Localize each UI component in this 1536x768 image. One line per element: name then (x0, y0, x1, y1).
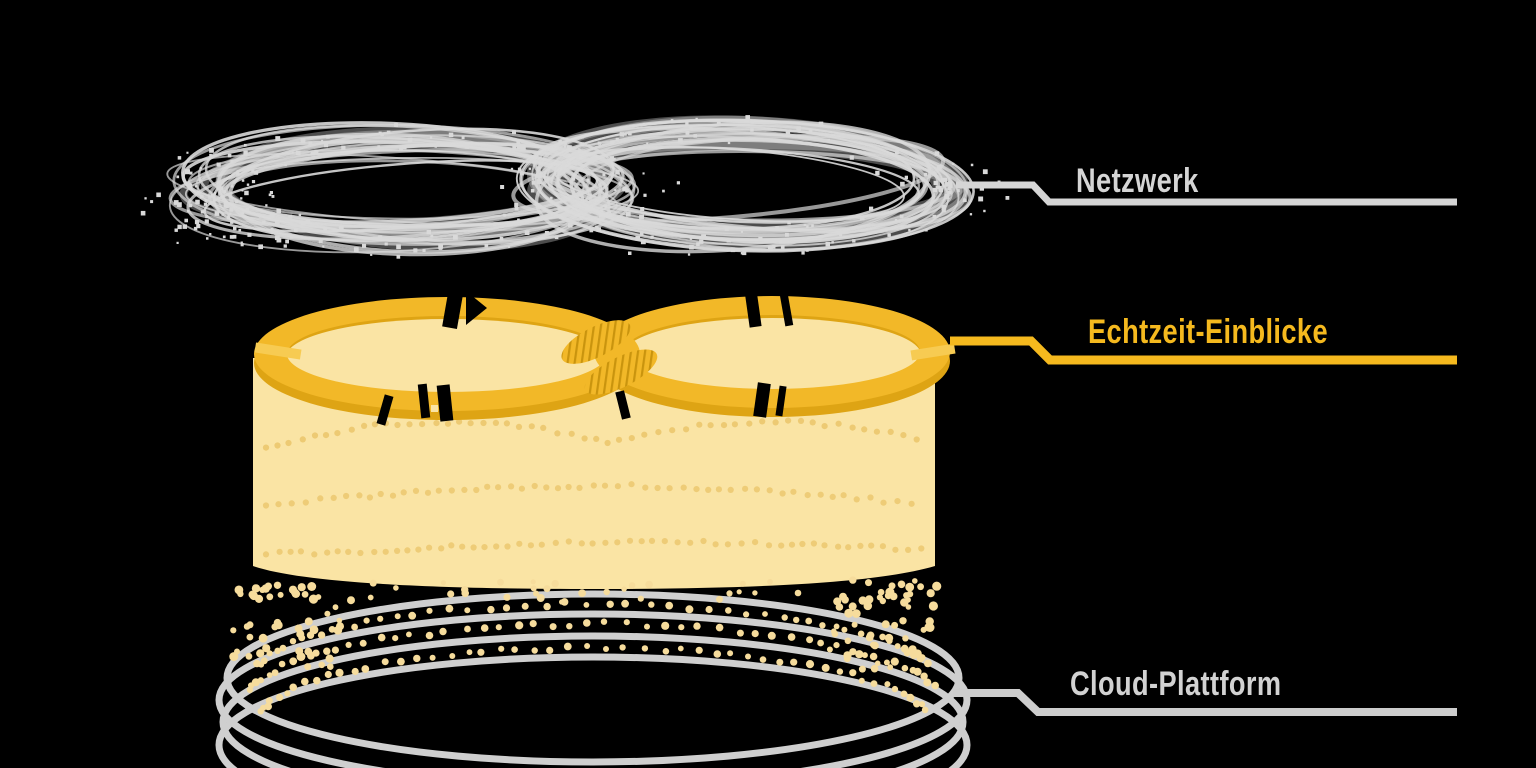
label-echtzeit-einblicke: Echtzeit-Einblicke (1088, 313, 1328, 351)
realtime-rings-icon (253, 287, 956, 426)
cloud-platform-stack-icon (215, 576, 971, 768)
callout-lines (950, 181, 1457, 716)
label-cloud-plattform: Cloud-Plattform (1070, 665, 1282, 703)
label-netzwerk: Netzwerk (1076, 162, 1199, 200)
network-scribble-icon (140, 115, 1010, 259)
